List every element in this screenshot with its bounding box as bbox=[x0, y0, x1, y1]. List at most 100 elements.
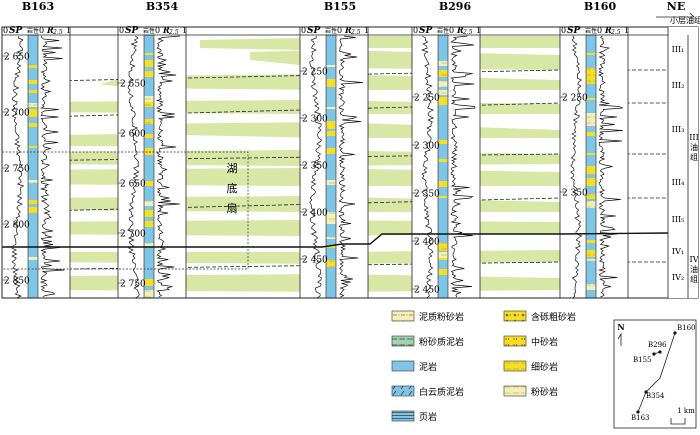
legend-label: 粉砂质泥岩 bbox=[419, 336, 464, 348]
lithology-bed bbox=[586, 178, 596, 186]
lithology-bed bbox=[28, 65, 38, 68]
legend-swatch-silty-mud bbox=[391, 335, 415, 347]
depth-label: 2 400 bbox=[302, 209, 328, 219]
r-scale-zero: 0 bbox=[155, 26, 160, 35]
lithology-bed bbox=[586, 250, 596, 257]
legend-swatch-muddy-silt bbox=[391, 310, 415, 322]
lithology-bed bbox=[438, 140, 448, 144]
fan-label: 湖底扇 bbox=[227, 162, 238, 215]
r-header-sub: 2.5 bbox=[168, 29, 179, 36]
lithology-bed bbox=[586, 121, 596, 126]
lithology-bed bbox=[144, 290, 154, 298]
r-scale-zero: 0 bbox=[597, 26, 602, 35]
well-trace-line bbox=[637, 332, 676, 413]
lithology-bed bbox=[28, 180, 38, 183]
lithology-bed bbox=[438, 90, 448, 95]
lithology-bed bbox=[144, 60, 154, 67]
legend-background bbox=[388, 303, 610, 430]
lithology-bed bbox=[326, 107, 336, 109]
sp-curve bbox=[127, 35, 140, 299]
sublayer-label: III₁ bbox=[672, 45, 685, 54]
depth-label: 2 750 bbox=[4, 165, 30, 175]
well-title-b155: B155 bbox=[324, 0, 356, 13]
well-title-b163: B163 bbox=[22, 0, 54, 13]
lithology-bed bbox=[144, 279, 154, 286]
depth-label: 2 350 bbox=[562, 189, 588, 199]
depth-label: 2 400 bbox=[414, 238, 440, 248]
lithology-bed bbox=[586, 53, 596, 55]
group-label-char: 油 bbox=[690, 142, 698, 152]
depth-label: 2 250 bbox=[414, 94, 440, 104]
lithology-bed bbox=[28, 109, 38, 117]
r-header-sub: 2.5 bbox=[52, 29, 63, 36]
depth-label: 2 700 bbox=[120, 230, 146, 240]
map-well-dot bbox=[636, 410, 640, 414]
r-header: R bbox=[162, 25, 170, 35]
sublayer-label: III₄ bbox=[672, 178, 685, 187]
lithology-bed bbox=[326, 131, 336, 136]
lithology-bed bbox=[438, 61, 448, 66]
legend-swatch-shale bbox=[391, 410, 415, 422]
lithology-bed bbox=[586, 201, 596, 208]
legend-label: 细砂岩 bbox=[531, 361, 558, 373]
r-header-sub: 2.5 bbox=[462, 29, 473, 36]
r-scale-one: 1 bbox=[364, 26, 369, 35]
lithology-bed bbox=[586, 284, 596, 290]
sp-curve bbox=[309, 35, 323, 299]
lithology-bed bbox=[28, 90, 38, 93]
stratigraphy-column: 小层 油组 bbox=[667, 15, 700, 298]
lithology-bed bbox=[144, 102, 154, 107]
lithology-bed bbox=[144, 243, 154, 246]
lithology-bed bbox=[586, 153, 596, 155]
lithology-bed bbox=[326, 180, 336, 185]
lithology-bed bbox=[28, 257, 38, 260]
resistivity-curve bbox=[597, 35, 623, 298]
lithology-header: 岩性 bbox=[437, 27, 449, 35]
lithology-bed bbox=[144, 71, 154, 77]
depth-label: 2 750 bbox=[120, 280, 146, 290]
fan-label-char: 扇 bbox=[227, 201, 238, 215]
lithology-bed bbox=[438, 243, 448, 251]
sp-scale-zero: 0 bbox=[413, 26, 418, 35]
sp-header: SP bbox=[125, 26, 138, 36]
depth-label: 2 650 bbox=[4, 53, 30, 63]
sp-header: SP bbox=[419, 26, 432, 36]
map-well-dot bbox=[652, 352, 656, 356]
lithology-bed bbox=[438, 196, 448, 198]
lithology-bed bbox=[586, 240, 596, 243]
r-header-sub: 2.5 bbox=[350, 29, 361, 36]
sp-scale-zero: 0 bbox=[119, 26, 124, 35]
well-title-b354: B354 bbox=[146, 0, 179, 13]
sp-scale-zero: 0 bbox=[561, 26, 566, 35]
legend-label: 泥岩 bbox=[419, 361, 437, 373]
lithology-bed bbox=[28, 103, 38, 107]
group-label-char: 组 bbox=[690, 152, 698, 162]
sublayer-label: III₂ bbox=[672, 81, 685, 90]
lithology-bed bbox=[586, 132, 596, 136]
lithology-bed bbox=[326, 245, 336, 248]
lithology-header: 岩性 bbox=[585, 27, 597, 35]
well-title-b296: B296 bbox=[439, 0, 472, 13]
lithology-bed bbox=[326, 212, 336, 220]
sublayer-label: III₃ bbox=[672, 125, 685, 134]
legend-label: 粉砂岩 bbox=[531, 386, 558, 398]
lithology-bed bbox=[326, 260, 336, 267]
lithology-bed bbox=[144, 134, 154, 138]
resistivity-curve bbox=[39, 35, 65, 298]
north-arrow-icon bbox=[617, 332, 622, 346]
lithology-bed bbox=[144, 119, 154, 124]
r-scale-zero: 0 bbox=[39, 26, 44, 35]
sublayer-label: IV₂ bbox=[672, 273, 684, 282]
group-label-numeral: IV bbox=[690, 255, 699, 264]
lithology-bed bbox=[28, 207, 38, 213]
lithology-header: 岩性 bbox=[143, 27, 155, 35]
depth-label: 2 250 bbox=[562, 94, 588, 104]
